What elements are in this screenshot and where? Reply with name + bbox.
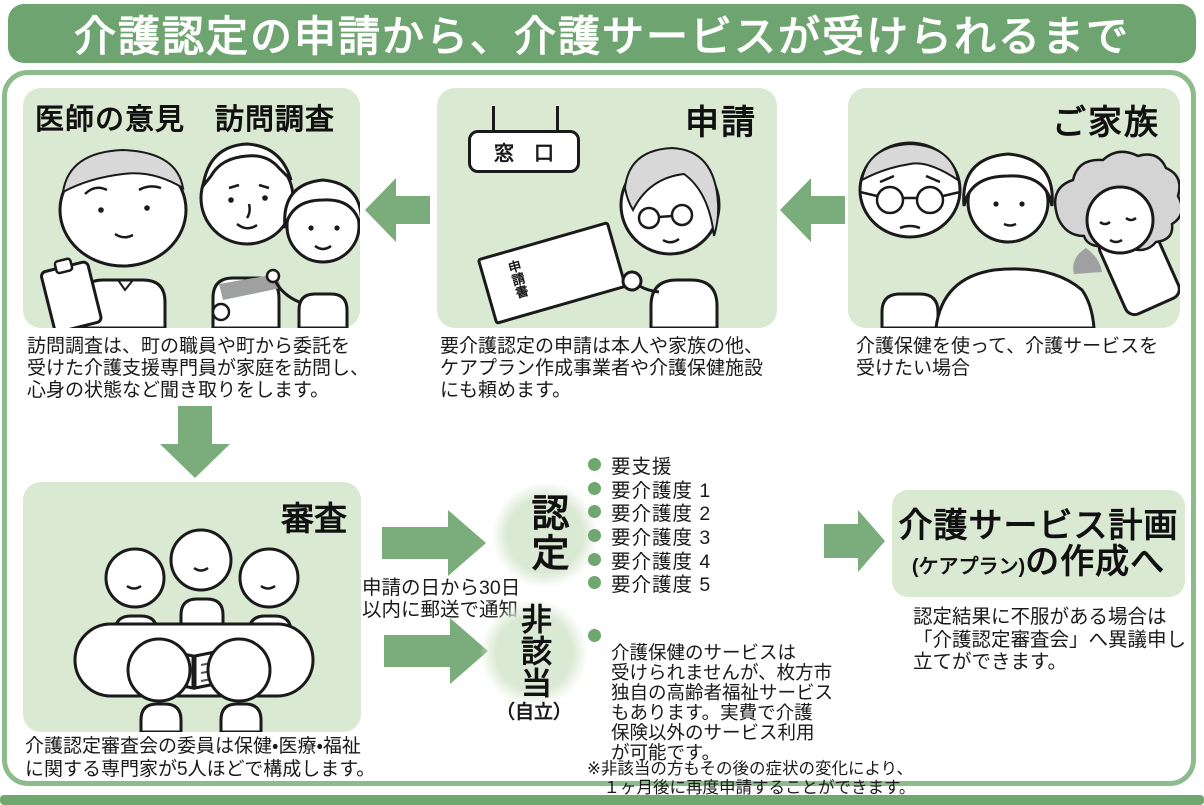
step-visit-caption: 訪問調査は、町の職員や町から委託を 受けた介護支援専門員が家庭を訪問し、 心身の… — [27, 336, 370, 402]
page-title-banner: 介護認定の申請から、介護サービスが受けられるまで — [8, 4, 1196, 63]
review-illustration — [23, 482, 361, 732]
arrow-right-icon — [384, 618, 488, 684]
step-apply-box: 申請 申請書 — [437, 88, 777, 328]
care-level-list: 要支援 要介護度 1 要介護度 2 要介護度 3 要介護度 4 要介護度 5 — [588, 453, 711, 596]
notice-text: 申請の日から30日 以内に郵送で通知 — [362, 576, 521, 621]
step-visit-title: 医師の意見 訪問調査 — [35, 104, 336, 136]
counter-sign: 窓 口 — [468, 130, 580, 173]
care-level-item: 要支援 — [588, 453, 711, 478]
sign-post — [556, 106, 559, 132]
page-title: 介護認定の申請から、介護サービスが受けられるまで — [73, 13, 1130, 60]
bullet-icon — [588, 552, 601, 566]
doctor-figure — [39, 150, 186, 328]
arrow-down-icon — [160, 406, 230, 478]
careplan-title: 介護サービス計画 — [898, 506, 1179, 545]
bullet-icon — [588, 481, 601, 495]
careplan-box: 介護サービス計画 (ケアプラン) の作成へ — [892, 490, 1185, 597]
futon-mound — [936, 269, 1094, 328]
step-review-caption: 介護認定審査会の委員は保健・医療・福祉 に関する専門家が5人ほどで構成します。 — [25, 736, 376, 780]
apply-illustration: 申請書 — [437, 88, 777, 328]
bullet-icon — [588, 505, 601, 519]
bullet-icon — [588, 529, 601, 543]
step-family-title: ご家族 — [1052, 104, 1160, 142]
careplan-caption: 認定結果に不服がある場合は 「介護認定審査会」へ異議申し 立てができます。 — [913, 606, 1187, 674]
step-apply-title: 申請 — [685, 104, 757, 142]
step-apply-caption: 要介護認定の申請は本人や家族の他、 ケアプラン作成事業者や介護保健施設 にも頼め… — [440, 336, 764, 402]
bullet-icon — [588, 458, 601, 472]
care-level-item: 要介護度 3 — [588, 524, 711, 549]
application-paper: 申請書 — [478, 223, 625, 323]
care-level-item: 要介護度 5 — [588, 571, 711, 596]
grandfather-figure — [860, 143, 960, 328]
careplan-subtitle: (ケアプラン) — [911, 555, 1026, 578]
bottom-bar — [0, 795, 1204, 805]
step-family-caption: 介護保健を使って、介護サービスを 受けたい場合 — [856, 336, 1159, 380]
care-level-item: 要介護度 2 — [588, 500, 711, 525]
arrow-right-icon — [382, 510, 486, 576]
careplan-subtitle-row: (ケアプラン) の作成へ — [911, 542, 1166, 581]
committee-figures — [75, 530, 313, 732]
arrow-right-icon — [824, 510, 885, 572]
clipboard-icon — [39, 254, 102, 328]
not-applicable-label: 非該当 — [516, 603, 551, 699]
bullet-icon — [588, 629, 601, 642]
counter-sign-label: 窓 口 — [494, 143, 554, 165]
step-review-title: 審査 — [281, 500, 347, 537]
care-level-item: 要介護度 4 — [588, 547, 711, 573]
not-applicable-sublabel: （自立） — [495, 702, 572, 723]
step-review-box: 審査 — [23, 482, 361, 732]
arrow-left-icon — [365, 178, 430, 242]
not-applicable-highlight — [480, 599, 588, 707]
certified-highlight — [492, 482, 598, 588]
step-family-box: ご家族 — [848, 88, 1180, 328]
sign-post — [492, 106, 495, 132]
grandmother-in-bed-figure — [1055, 152, 1180, 318]
family-illustration — [848, 88, 1180, 328]
care-level-item: 要介護度 1 — [588, 477, 711, 502]
family-member-figure — [267, 180, 360, 328]
applicant-figure: 申請書 — [478, 148, 719, 328]
step-visit-box: 医師の意見 訪問調査 — [23, 88, 360, 328]
not-applicable-description: 介護保健のサービスは 受けられませんが、枚方市 独自の高齢者福祉サービス もあり… — [611, 641, 834, 763]
certified-label: 認定 — [525, 493, 567, 573]
care-manager-figure — [201, 144, 293, 328]
visit-illustration — [23, 88, 360, 328]
arrow-left-icon — [780, 178, 845, 242]
bullet-icon — [588, 576, 601, 590]
not-applicable-footnote: ※非該当の方もその後の症状の変化により、 １ヶ月後に再度申請することができます。 — [587, 759, 916, 798]
careplan-title-suffix: の作成へ — [1025, 542, 1166, 581]
